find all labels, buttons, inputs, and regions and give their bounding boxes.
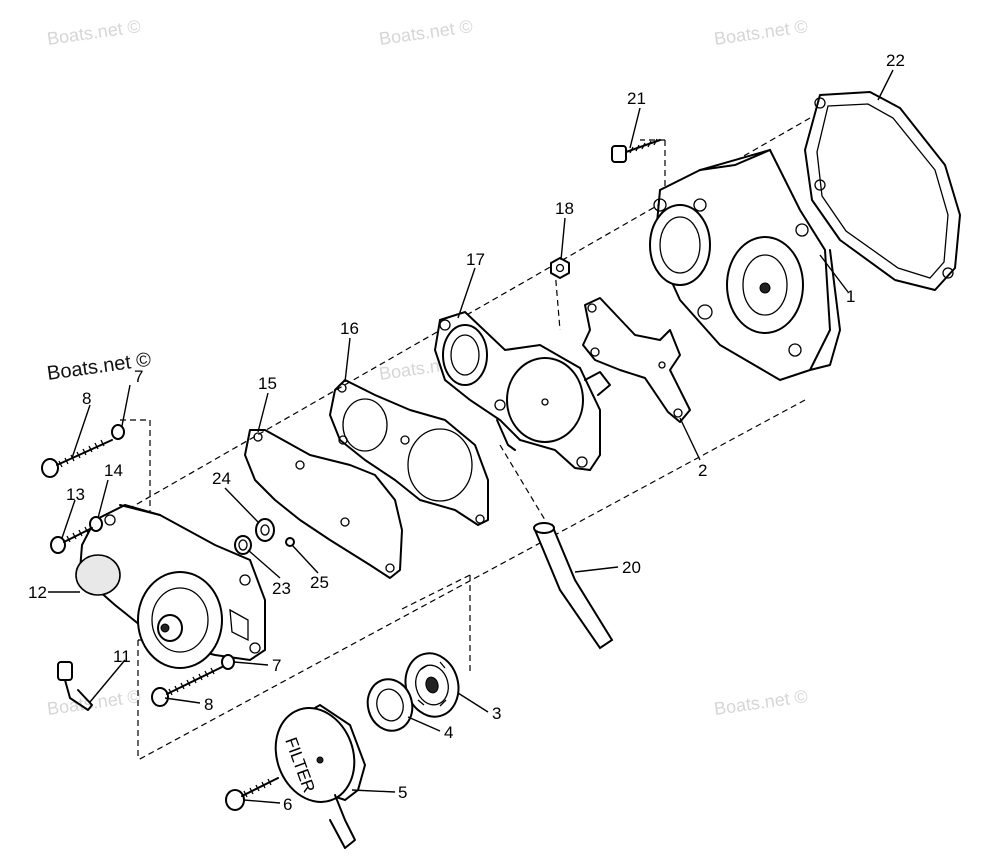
part-18-nut [550, 256, 570, 280]
part-13-screw [50, 526, 93, 554]
part-11-fitting [57, 661, 93, 711]
part-1-pump-cover [649, 148, 841, 382]
callout-13: 13 [66, 485, 85, 504]
part-6-screw [225, 777, 279, 811]
part-20-hose [533, 522, 614, 650]
callout-8-upper: 8 [82, 389, 91, 408]
part-25-pin [285, 537, 295, 547]
leader-lines [48, 69, 894, 804]
callout-20: 20 [622, 558, 641, 577]
callout-24: 24 [212, 469, 231, 488]
callout-14: 14 [104, 461, 123, 480]
part-23-washer [234, 535, 252, 555]
part-7-upper-washer [111, 424, 125, 440]
watermark-top-left: Boats.net © [46, 16, 142, 49]
part-24-washer [255, 518, 275, 542]
callout-23: 23 [272, 579, 291, 598]
watermark-bottom-left: Boats.net © [46, 686, 142, 719]
part-14-washer [89, 516, 103, 532]
callout-25: 25 [310, 573, 329, 592]
watermark-bottom-right: Boats.net © [713, 686, 809, 719]
watermark-top-right: Boats.net © [713, 16, 809, 49]
callout-1: 1 [846, 287, 855, 306]
part-22-gasket [804, 91, 961, 291]
part-21-bolt [611, 138, 661, 163]
callout-17: 17 [466, 250, 485, 269]
part-17-housing [433, 310, 611, 472]
callout-6: 6 [283, 795, 292, 814]
part-8-upper-screw [41, 439, 113, 478]
callout-15: 15 [258, 374, 277, 393]
callout-22: 22 [886, 51, 905, 70]
part-4-ring [366, 678, 414, 732]
callout-3: 3 [492, 704, 501, 723]
callout-7-upper: 7 [134, 367, 143, 386]
part-5-filter-cap: FILTER [274, 703, 367, 849]
callout-7-lower: 7 [272, 656, 281, 675]
part-16-gasket [329, 379, 489, 526]
part-12-pump-base [75, 503, 266, 669]
callout-5: 5 [398, 783, 407, 802]
watermark-top-center: Boats.net © [378, 16, 474, 49]
callout-8-lower: 8 [204, 695, 213, 714]
callout-4: 4 [444, 723, 453, 742]
part-8-lower-screw [151, 666, 223, 707]
part-7-lower-washer [221, 654, 235, 670]
callout-21: 21 [627, 89, 646, 108]
callout-11: 11 [113, 647, 131, 666]
callout-2: 2 [698, 461, 707, 480]
part-15-gasket [244, 429, 403, 579]
callout-labels: 1 2 3 4 5 6 7 7 8 8 11 12 13 14 15 16 17… [28, 51, 905, 814]
callout-16: 16 [340, 319, 359, 338]
callout-12: 12 [28, 583, 47, 602]
callout-18: 18 [555, 199, 574, 218]
part-2-bracket [582, 297, 691, 423]
